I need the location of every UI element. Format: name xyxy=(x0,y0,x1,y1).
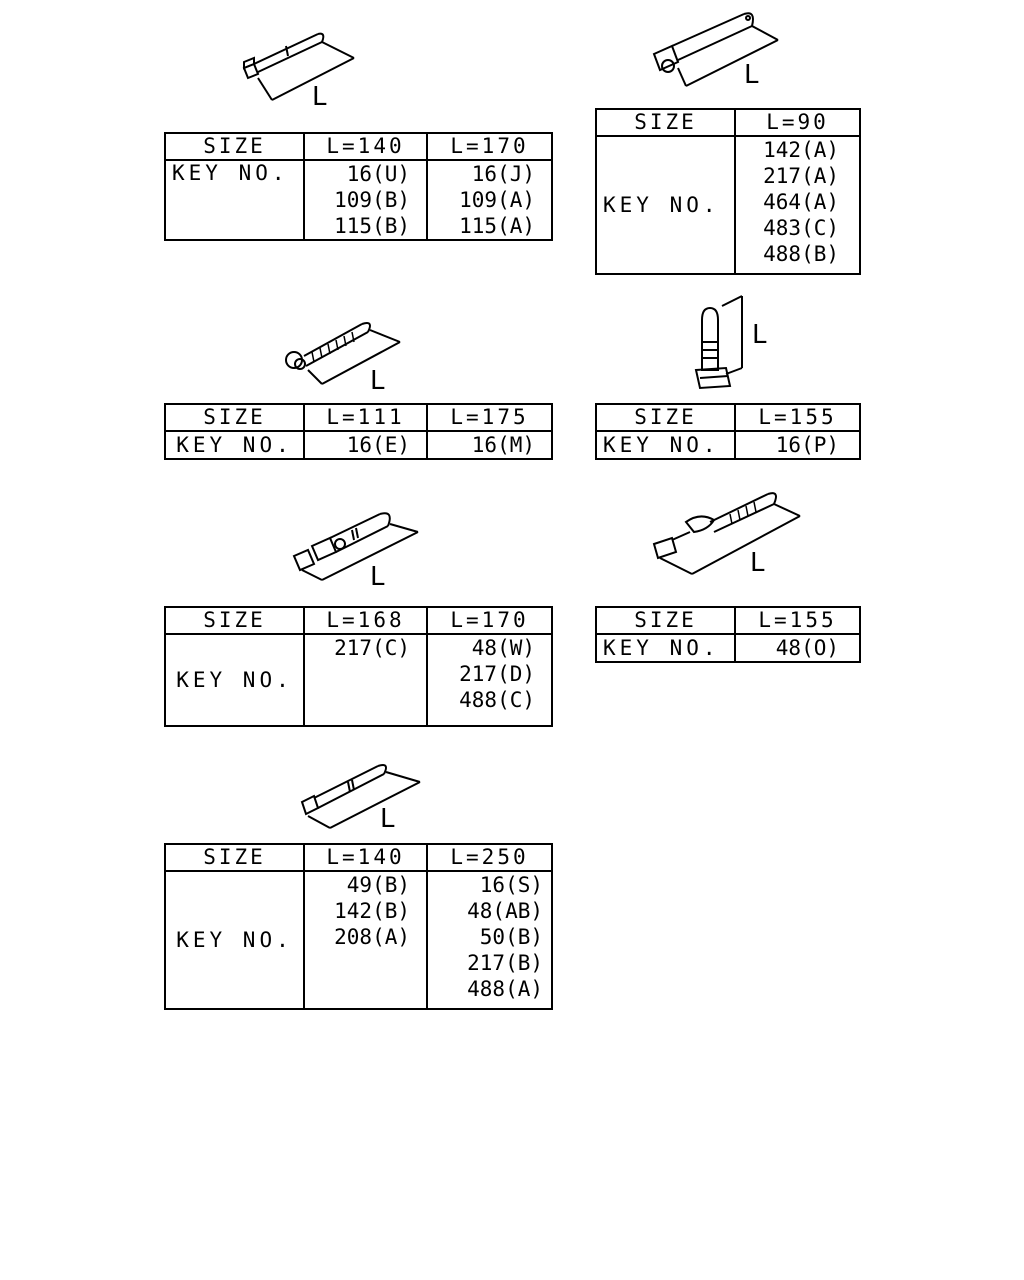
size-value: L=111 xyxy=(303,403,428,432)
key-number: 217(B) xyxy=(467,951,543,975)
key-number: 16(U) xyxy=(346,162,410,186)
key-size-table: SIZE L=155 KEY NO. 48(O) xyxy=(595,606,861,663)
key-size-table: SIZE L=168 L=170 KEY NO. 217(C) 48(W) 21… xyxy=(164,606,553,727)
cable-tie-drawing-2 xyxy=(648,8,788,92)
key-size-table: SIZE L=111 L=175 KEY NO. 16(E) 16(M) xyxy=(164,403,553,460)
key-number: 109(A) xyxy=(459,188,535,212)
size-value: L=170 xyxy=(426,606,553,635)
key-list: 48(O) xyxy=(734,633,861,663)
key-no-label: KEY NO. xyxy=(595,135,736,275)
key-number: 142(A) xyxy=(763,138,839,162)
key-number: 464(A) xyxy=(763,190,839,214)
length-label: L xyxy=(744,60,759,90)
key-number: 109(B) xyxy=(334,188,410,212)
cable-tie-drawing-7 xyxy=(296,760,426,834)
cable-tie-drawing-5 xyxy=(290,506,426,586)
key-list: 16(J) 109(A) 115(A) xyxy=(426,159,553,241)
key-number: 48(O) xyxy=(775,636,839,660)
key-number: 217(C) xyxy=(334,636,410,660)
key-number: 48(W) xyxy=(471,636,535,660)
key-number: 115(A) xyxy=(459,214,535,238)
key-number: 49(B) xyxy=(346,873,410,897)
size-value: L=155 xyxy=(734,606,861,635)
key-number: 488(A) xyxy=(467,977,543,1001)
key-list: 16(P) xyxy=(734,430,861,460)
size-value: L=90 xyxy=(734,108,861,137)
key-size-table: SIZE L=155 KEY NO. 16(P) xyxy=(595,403,861,460)
key-number: 488(C) xyxy=(459,688,535,712)
key-list: 49(B) 142(B) 208(A) xyxy=(303,870,428,1010)
key-number: 16(S) xyxy=(479,873,543,897)
size-header: SIZE xyxy=(164,843,305,872)
length-label: L xyxy=(380,804,395,834)
size-value: L=140 xyxy=(303,843,428,872)
key-number: 208(A) xyxy=(334,925,410,949)
cable-tie-drawing-3 xyxy=(282,318,408,390)
length-label: L xyxy=(752,320,767,350)
key-no-label: KEY NO. xyxy=(595,633,736,663)
key-list: 16(S) 48(AB) 50(B) 217(B) 488(A) xyxy=(426,870,553,1010)
cable-tie-drawing-4 xyxy=(690,292,754,396)
size-value: L=175 xyxy=(426,403,553,432)
size-header: SIZE xyxy=(595,606,736,635)
size-header: SIZE xyxy=(595,403,736,432)
key-list: 16(M) xyxy=(426,430,553,460)
key-size-table: SIZE L=140 L=250 KEY NO. 49(B) 142(B) 20… xyxy=(164,843,553,1010)
size-header: SIZE xyxy=(164,606,305,635)
length-label: L xyxy=(750,548,765,578)
key-size-table: SIZE L=90 KEY NO. 142(A) 217(A) 464(A) 4… xyxy=(595,108,861,275)
cable-tie-drawing-1 xyxy=(236,28,366,108)
key-number: 16(P) xyxy=(775,433,839,457)
length-label: L xyxy=(312,82,327,112)
size-value: L=140 xyxy=(303,132,428,161)
key-number: 217(D) xyxy=(459,662,535,686)
key-number: 16(E) xyxy=(346,433,410,457)
size-header: SIZE xyxy=(164,403,305,432)
size-value: L=250 xyxy=(426,843,553,872)
size-value: L=168 xyxy=(303,606,428,635)
length-label: L xyxy=(370,366,385,396)
key-number: 50(B) xyxy=(479,925,543,949)
key-no-label: KEY NO. xyxy=(164,633,305,727)
key-number: 16(J) xyxy=(471,162,535,186)
key-number: 488(B) xyxy=(763,242,839,266)
key-no-label: KEY NO. xyxy=(164,159,305,241)
size-header: SIZE xyxy=(164,132,305,161)
size-value: L=170 xyxy=(426,132,553,161)
key-list: 217(C) xyxy=(303,633,428,727)
key-no-label: KEY NO. xyxy=(164,430,305,460)
key-number: 115(B) xyxy=(334,214,410,238)
length-label: L xyxy=(370,562,385,592)
key-number: 483(C) xyxy=(763,216,839,240)
key-list: 48(W) 217(D) 488(C) xyxy=(426,633,553,727)
key-list: 142(A) 217(A) 464(A) 483(C) 488(B) xyxy=(734,135,861,275)
key-list: 16(U) 109(B) 115(B) xyxy=(303,159,428,241)
size-header: SIZE xyxy=(595,108,736,137)
key-no-label: KEY NO. xyxy=(164,870,305,1010)
key-number: 217(A) xyxy=(763,164,839,188)
key-number: 48(AB) xyxy=(467,899,543,923)
key-number: 16(M) xyxy=(471,433,535,457)
key-number: 142(B) xyxy=(334,899,410,923)
size-value: L=155 xyxy=(734,403,861,432)
cable-tie-drawing-6 xyxy=(650,486,806,582)
key-no-label: KEY NO. xyxy=(595,430,736,460)
key-size-table: SIZE L=140 L=170 KEY NO. 16(U) 109(B) 11… xyxy=(164,132,553,241)
key-list: 16(E) xyxy=(303,430,428,460)
